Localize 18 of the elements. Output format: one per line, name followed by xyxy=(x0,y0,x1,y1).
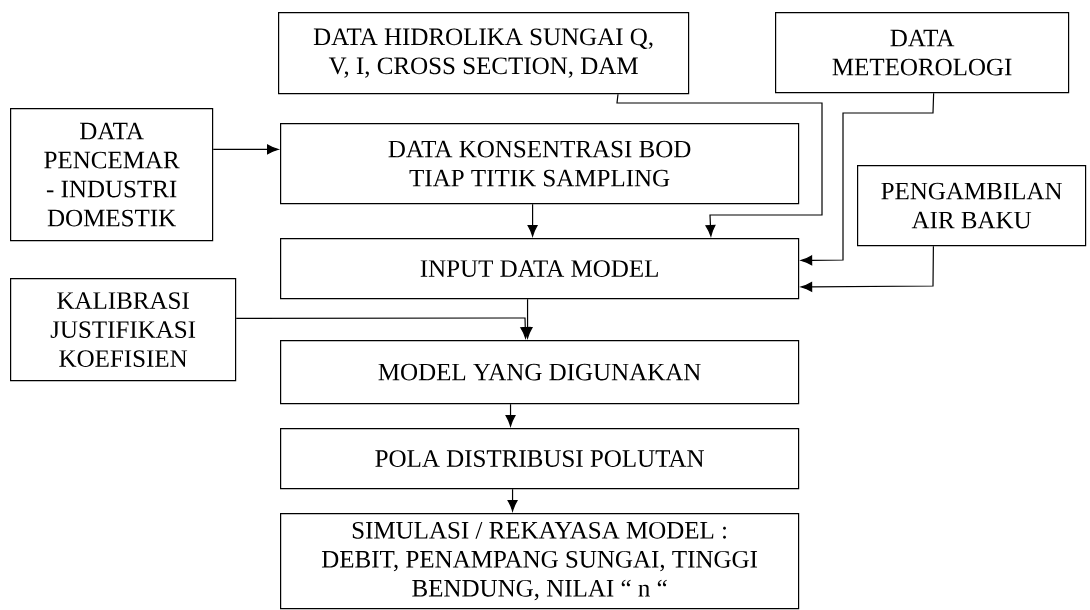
process-box: PENGAMBILAN AIR BAKU xyxy=(857,165,1087,247)
arrow xyxy=(800,245,934,292)
arrow xyxy=(616,93,823,237)
arrow xyxy=(522,298,533,339)
process-box: SIMULASI / REKAYASA MODEL : DEBIT, PENAMPANG SUNGAI, TINGGI BENDUNG, NILAI “ n “ xyxy=(280,513,800,610)
arrow xyxy=(507,488,518,512)
arrow xyxy=(212,144,279,155)
process-box: POLA DISTRIBUSI POLUTAN xyxy=(280,428,800,490)
arrow xyxy=(505,403,516,427)
process-box: KALIBRASI JUSTIFIKASI KOEFISIEN xyxy=(10,278,237,382)
arrow xyxy=(527,203,538,237)
process-box: DATA METEOROLOGI xyxy=(775,12,1070,94)
arrow xyxy=(800,92,935,266)
process-box: DATA PENCEMAR - INDUSTRI DOMESTIK xyxy=(10,108,214,242)
process-box: MODEL YANG DIGUNAKAN xyxy=(280,340,800,405)
process-box: DATA KONSENTRASI BOD TIAP TITIK SAMPLING xyxy=(280,123,800,205)
process-box: INPUT DATA MODEL xyxy=(280,238,800,300)
process-box: DATA HIDROLIKA SUNGAI Q, V, I, CROSS SECTION, DAM xyxy=(278,12,690,95)
